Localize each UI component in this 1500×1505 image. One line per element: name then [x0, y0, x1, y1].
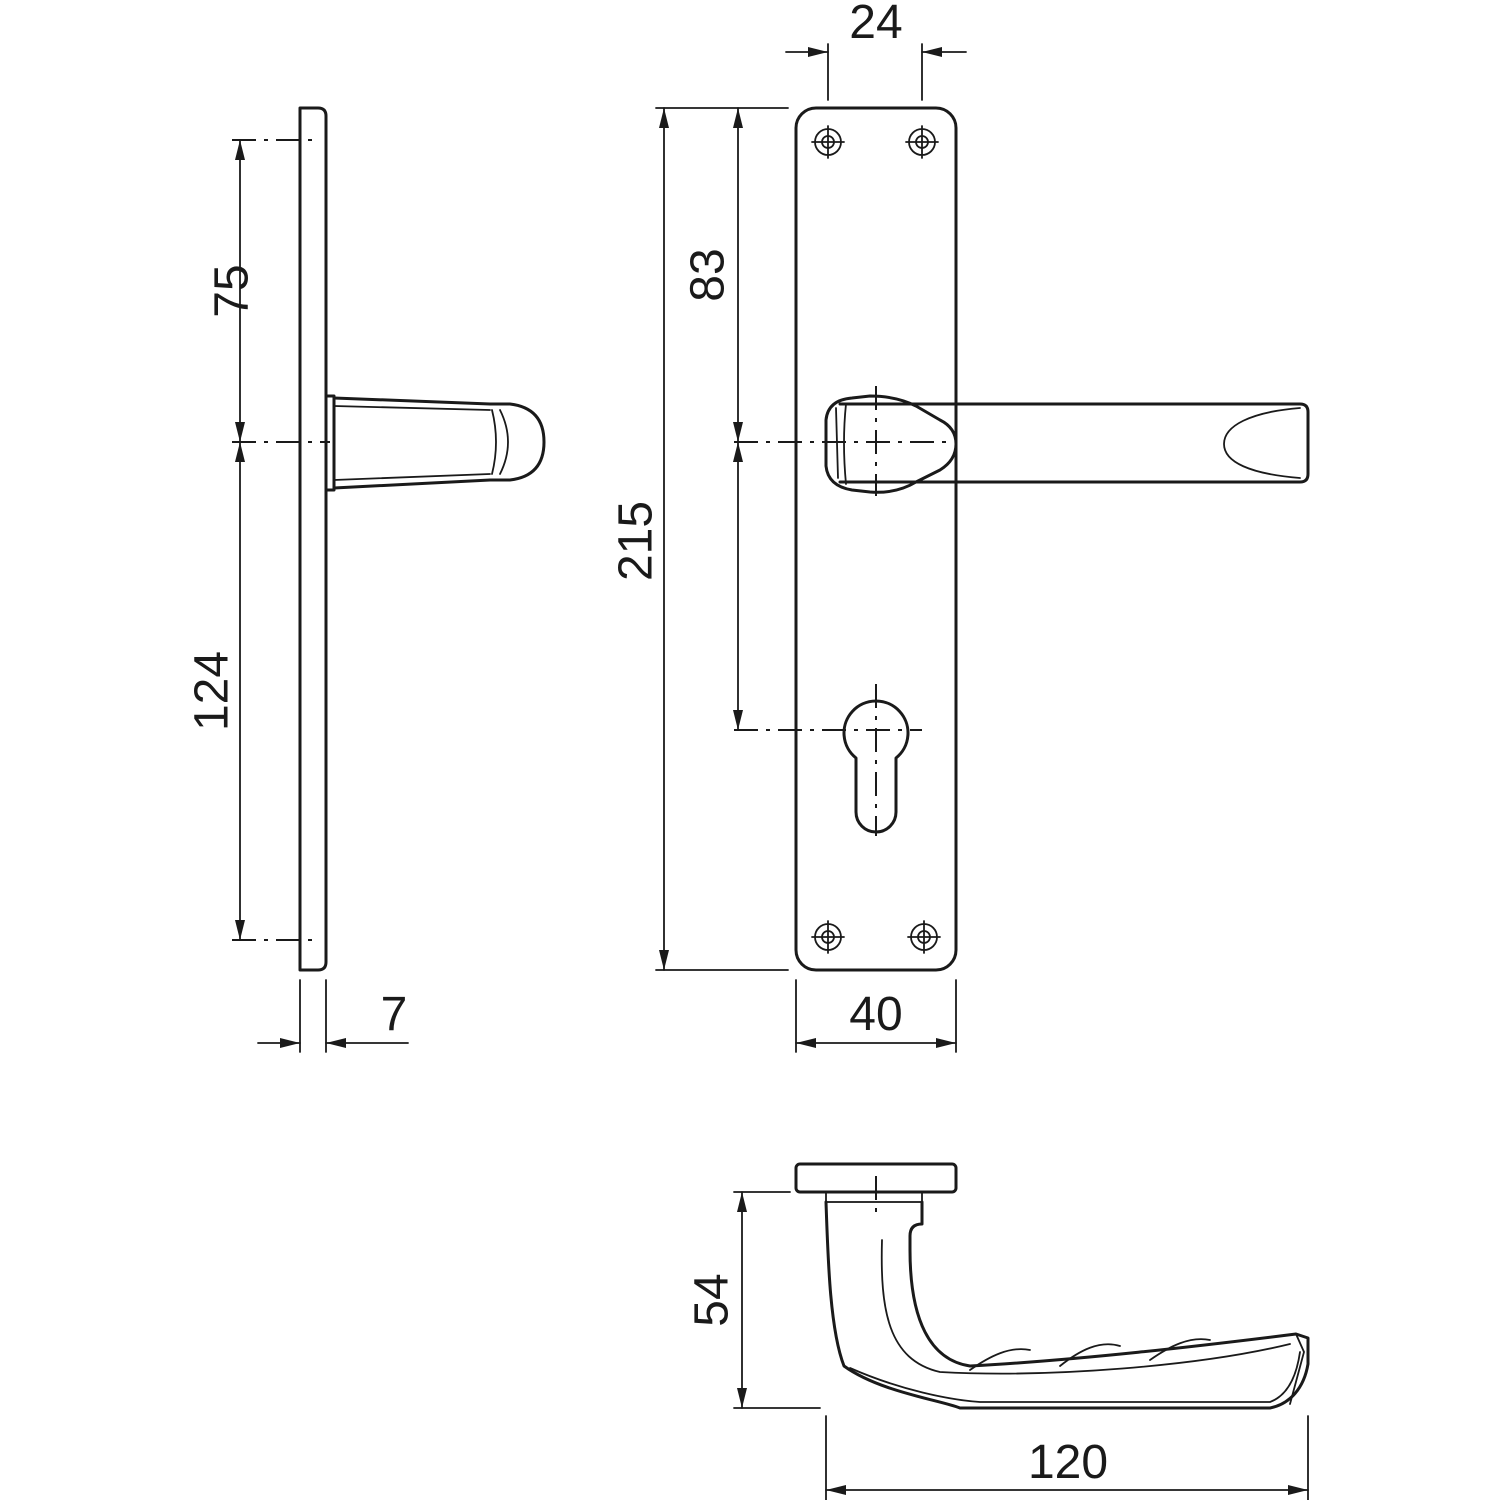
top-rose [825, 1191, 923, 1203]
dim-label-54: 54 [686, 1273, 739, 1326]
dim-label-124: 124 [186, 651, 239, 731]
dim-label-120: 120 [1028, 1436, 1108, 1489]
top-view: 54 120 [686, 1162, 1310, 1501]
dim-label-7: 7 [381, 988, 408, 1041]
front-view: 24 215 83 40 [610, 0, 1310, 1053]
screw-hole-top-left [811, 125, 845, 159]
dim-label-40: 40 [849, 988, 902, 1041]
cylinder-keyhole [842, 699, 910, 834]
dim-label-24: 24 [849, 0, 902, 49]
side-handle-stem [332, 396, 492, 490]
side-view: 75 124 7 [186, 106, 546, 1053]
dim-label-215: 215 [610, 501, 663, 581]
side-handle-end [488, 402, 546, 482]
screw-hole-top-right [905, 125, 939, 159]
dim-label-75: 75 [206, 264, 259, 317]
front-backplate [794, 106, 958, 972]
screw-hole-bottom-left [811, 920, 845, 954]
top-lever-handle [824, 1200, 1310, 1410]
side-plate-profile [298, 106, 328, 972]
front-rose [824, 394, 958, 494]
dim-label-83: 83 [682, 248, 735, 301]
screw-hole-bottom-right [907, 920, 941, 954]
front-lever-handle [838, 402, 1310, 484]
